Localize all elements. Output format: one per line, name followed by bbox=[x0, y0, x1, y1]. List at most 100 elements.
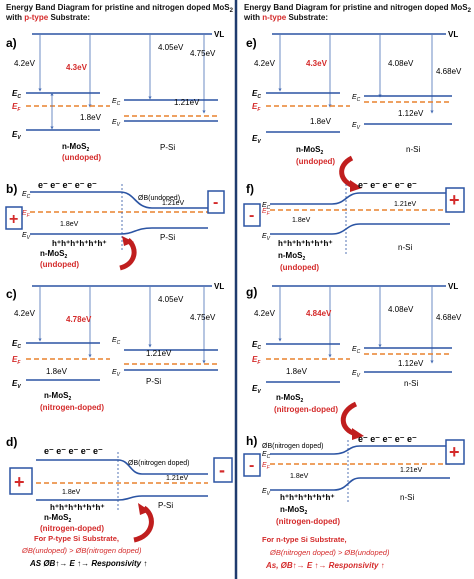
barrier-label: ØB(undoped) bbox=[138, 195, 180, 202]
si-bandgap: 1.21eV bbox=[394, 201, 417, 208]
note-line-1: For n-type Si Substrate, bbox=[262, 535, 347, 544]
si-name: n-Si bbox=[400, 493, 414, 502]
electron-affinity-mos2: 4.2eV bbox=[254, 309, 276, 318]
electrons-row: e⁻ e⁻ e⁻ e⁻ e⁻ bbox=[44, 446, 103, 456]
electron-affinity-si: 4.08eV bbox=[388, 59, 414, 68]
right-title: Energy Band Diagram for pristine and nit… bbox=[243, 3, 472, 22]
panel-b: b) e⁻ e⁻ e⁻ e⁻ e⁻ EC EF EV ØB(undoped) 1… bbox=[5, 180, 225, 271]
mos2-bandgap: 1.8eV bbox=[290, 473, 309, 480]
mos2-name: n-MoS2 bbox=[280, 505, 307, 516]
mos2-state: (nitrogen-doped) bbox=[40, 524, 104, 533]
svg-text:EC: EC bbox=[252, 89, 261, 100]
mos2-bandgap: 1.8eV bbox=[62, 489, 81, 496]
conduction-band-bent bbox=[270, 192, 450, 205]
panel-a: a) VL 4.2eV 4.3eV 4.05eV 4.75eV 1.8eV EC… bbox=[6, 30, 224, 162]
electron-affinity-si: 4.05eV bbox=[158, 295, 184, 304]
svg-text:with n-type Substrate:: with n-type Substrate: bbox=[243, 13, 328, 22]
valence-band-bent bbox=[36, 495, 208, 501]
si-name: P-Si bbox=[146, 377, 161, 386]
svg-text:EF: EF bbox=[262, 208, 271, 217]
si-bandgap: 1.12eV bbox=[398, 109, 424, 118]
minus-box bbox=[243, 453, 261, 477]
si-name: n-Si bbox=[404, 379, 418, 388]
holes-row: h⁺h⁺h⁺h⁺h⁺h⁺ bbox=[280, 493, 335, 502]
mos2-state: (undoped) bbox=[62, 153, 101, 162]
electron-affinity-si: 4.05eV bbox=[158, 43, 184, 52]
mos2-state: (undoped) bbox=[280, 263, 319, 272]
conduction-band-bent bbox=[30, 191, 208, 209]
electrons-row: e⁻ e⁻ e⁻ e⁻ e⁻ bbox=[358, 180, 417, 190]
plus-box bbox=[445, 439, 465, 465]
vacuum-level-label: VL bbox=[214, 30, 224, 39]
svg-text:Energy Band Diagram for pristi: Energy Band Diagram for pristine and nit… bbox=[244, 3, 472, 14]
si-bandgap: 1.21eV bbox=[162, 200, 185, 207]
svg-text:EV: EV bbox=[252, 134, 261, 145]
mos2-name: n-MoS2 bbox=[278, 251, 305, 262]
work-function-si: 4.75eV bbox=[190, 313, 216, 322]
panel-h: h) e⁻ e⁻ e⁻ e⁻ e⁻ EC EF EV ØB(nitrogen d… bbox=[243, 434, 465, 570]
electrons-row: e⁻ e⁻ e⁻ e⁻ e⁻ bbox=[358, 434, 417, 444]
minus-box bbox=[207, 190, 225, 214]
panel-label-e: e) bbox=[246, 36, 257, 50]
si-name: n-Si bbox=[398, 243, 412, 252]
barrier-label: ØB(nitrogen doped) bbox=[128, 460, 189, 467]
mos2-bandgap: 1.8eV bbox=[292, 217, 311, 224]
svg-text:EV: EV bbox=[352, 370, 361, 379]
note-line-2: ØB(nitrogen doped) > ØB(undoped) bbox=[269, 548, 390, 557]
work-function-mos2: 4.84eV bbox=[306, 309, 332, 318]
left-title: Energy Band Diagram for pristine and nit… bbox=[5, 3, 234, 22]
minus-box bbox=[243, 203, 261, 227]
plus-sign: + bbox=[449, 190, 460, 210]
mos2-name: n-MoS2 bbox=[44, 513, 71, 524]
work-function-si: 4.68eV bbox=[436, 313, 462, 322]
plus-box bbox=[445, 187, 465, 213]
mos2-name: n-MoS2 bbox=[62, 142, 89, 153]
svg-text:EV: EV bbox=[262, 233, 271, 242]
holes-row: h⁺h⁺h⁺h⁺h⁺h⁺ bbox=[50, 503, 105, 512]
svg-text:EC: EC bbox=[262, 202, 271, 211]
holes-row: h⁺h⁺h⁺h⁺h⁺h⁺ bbox=[278, 239, 333, 248]
svg-text:EC: EC bbox=[262, 451, 271, 460]
svg-text:EF: EF bbox=[22, 210, 31, 219]
panel-e: e) VL 4.2eV 4.3eV 4.08eV 4.68eV 1.8eV EC… bbox=[246, 30, 462, 192]
svg-text:EC: EC bbox=[12, 339, 21, 350]
svg-text:EC: EC bbox=[352, 346, 361, 355]
note-line-3: AS ØB↑→ E ↑→ Responsivity ↑ bbox=[29, 559, 147, 568]
electron-affinity-mos2: 4.2eV bbox=[14, 309, 36, 318]
panel-f: f) e⁻ e⁻ e⁻ e⁻ e⁻ EC EF EV 1.21eV 1.8eV … bbox=[243, 180, 465, 272]
si-name: P-Si bbox=[160, 233, 175, 242]
svg-text:EV: EV bbox=[12, 379, 21, 390]
minus-sign: - bbox=[249, 207, 254, 224]
si-bandgap: 1.21eV bbox=[166, 475, 189, 482]
svg-text:EC: EC bbox=[112, 337, 121, 346]
minus-box bbox=[213, 457, 233, 483]
panel-label-c: c) bbox=[6, 287, 17, 301]
mos2-state: (undoped) bbox=[296, 157, 335, 166]
note-line-3: As, ØB↑→ E ↑→ Responsivity ↑ bbox=[265, 561, 385, 570]
panel-label-g: g) bbox=[246, 285, 257, 299]
note-line-2: ØB(undoped) > ØB(nitrogen doped) bbox=[21, 546, 142, 555]
ef-label: EF bbox=[12, 102, 21, 113]
svg-text:VL: VL bbox=[448, 282, 458, 291]
mos2-bandgap: 1.8eV bbox=[286, 367, 308, 376]
minus-sign: - bbox=[249, 457, 254, 474]
electron-affinity-mos2: 4.2eV bbox=[14, 59, 36, 68]
svg-text:EC: EC bbox=[22, 191, 31, 200]
holes-row: h⁺h⁺h⁺h⁺h⁺h⁺ bbox=[52, 239, 107, 248]
panel-c: c) VL 4.2eV 4.78eV 4.05eV 4.75eV 1.8eV E… bbox=[6, 282, 224, 412]
vacuum-level-label: VL bbox=[214, 282, 224, 291]
mos2-state: (undoped) bbox=[40, 260, 79, 269]
minus-sign: - bbox=[219, 460, 225, 480]
si-ec-label: EC bbox=[112, 98, 121, 107]
mos2-bandgap: 1.8eV bbox=[60, 221, 79, 228]
ec-label: EC bbox=[12, 89, 21, 100]
svg-text:EV: EV bbox=[262, 488, 271, 497]
work-function-mos2: 4.78eV bbox=[66, 315, 92, 324]
plus-sign: + bbox=[14, 472, 25, 492]
mos2-name: n-MoS2 bbox=[296, 145, 323, 156]
svg-text:EC: EC bbox=[252, 340, 261, 351]
svg-text:EF: EF bbox=[252, 102, 261, 113]
si-bandgap: 1.21eV bbox=[400, 467, 423, 474]
panel-d: d) e⁻ e⁻ e⁻ e⁻ e⁻ ØB(nitrogen doped) 1.2… bbox=[6, 435, 233, 568]
work-function-si: 4.68eV bbox=[436, 67, 462, 76]
